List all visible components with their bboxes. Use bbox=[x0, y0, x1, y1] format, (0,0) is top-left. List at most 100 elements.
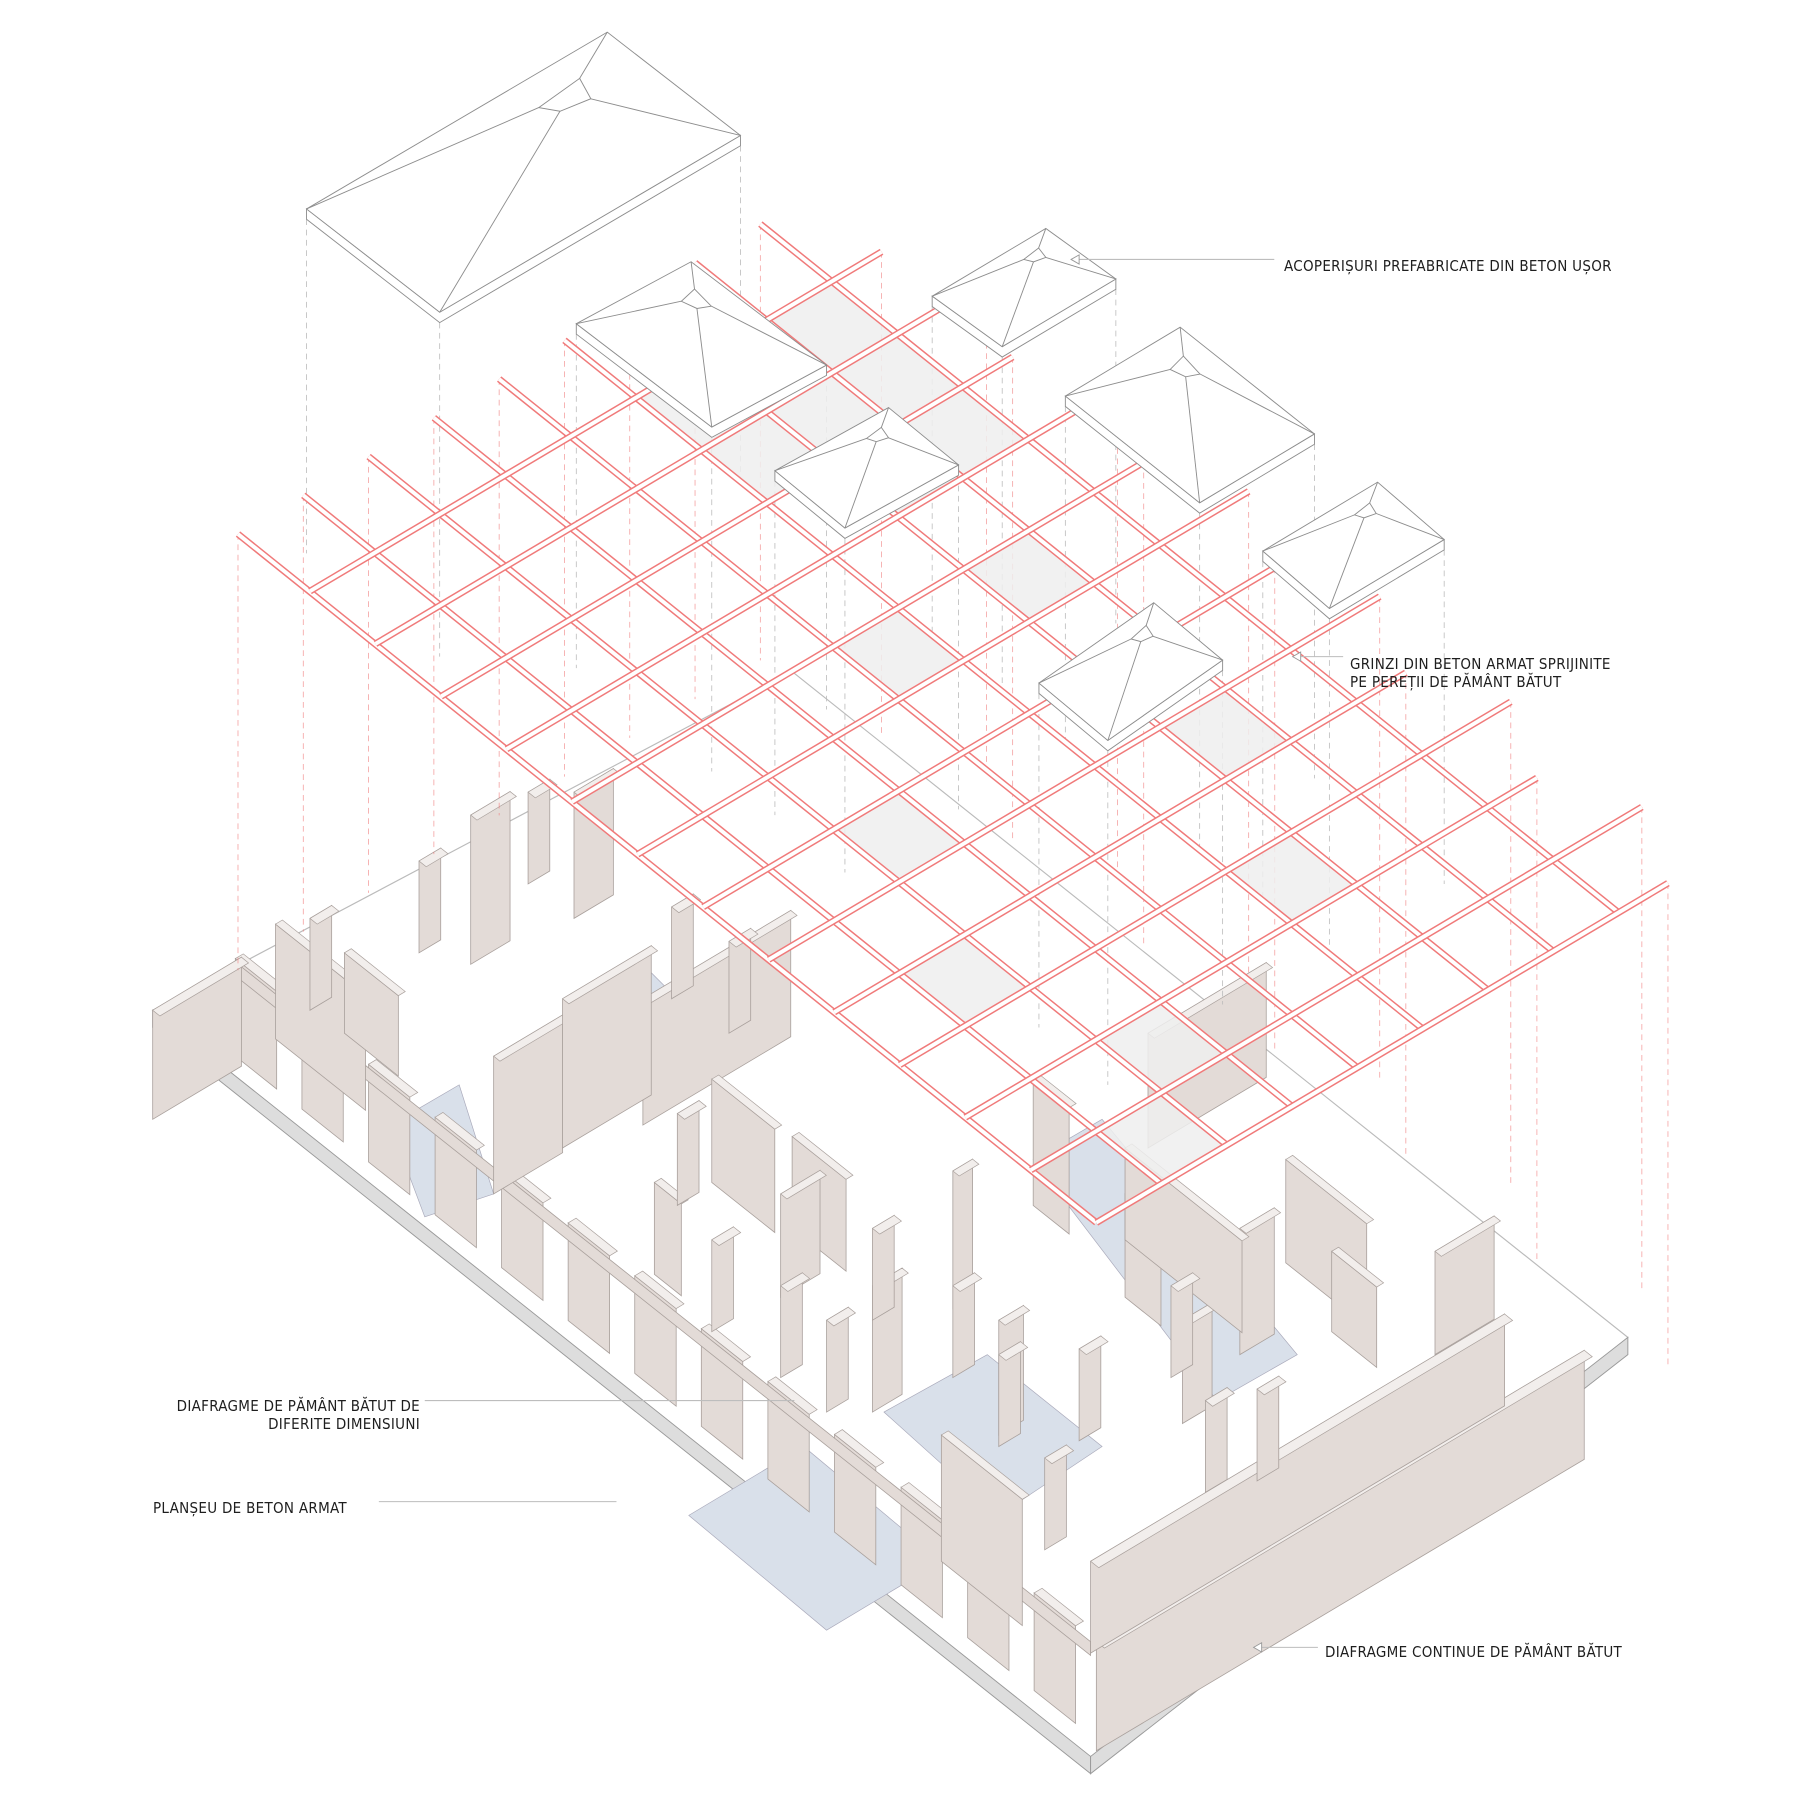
leader-continuous-walls-arrow-icon bbox=[1252, 1641, 1263, 1653]
beam-transversal-core bbox=[505, 384, 1119, 751]
roof-4-skylight bbox=[1169, 355, 1201, 378]
earth-pier-top bbox=[871, 1214, 903, 1235]
roof-large-hip-line bbox=[579, 31, 608, 79]
roof-7-hip-line bbox=[1152, 635, 1223, 661]
interior-diaphragm-top bbox=[1239, 1207, 1282, 1234]
earth-pier-top bbox=[825, 1306, 857, 1327]
front-wall-pier-top bbox=[833, 1429, 885, 1468]
front-wall-pier-top bbox=[700, 1323, 752, 1362]
earth-pier-top bbox=[952, 1272, 983, 1292]
front-wall-pier-top bbox=[367, 1059, 419, 1098]
leader-beams-arrow-icon bbox=[1291, 651, 1302, 663]
beam-longitudinal-core bbox=[628, 300, 1490, 992]
front-wall-pier-top bbox=[567, 1217, 618, 1257]
rammed-earth-walls bbox=[152, 767, 1593, 1752]
interior-diaphragm-top bbox=[940, 1430, 1030, 1500]
roof-6-hip-line bbox=[1328, 517, 1365, 609]
roof-4-hip-line bbox=[1185, 376, 1201, 503]
earth-pier-top bbox=[1256, 1375, 1287, 1396]
beam-longitudinal-core bbox=[497, 377, 1359, 1070]
roof-4-hip-line bbox=[1179, 327, 1184, 357]
beam-transversal-core bbox=[767, 594, 1381, 962]
beam-transversal-core bbox=[898, 700, 1512, 1067]
front-wall-pier-top bbox=[1033, 1587, 1085, 1627]
leader-lines bbox=[378, 254, 1344, 1653]
beam-transversal-core bbox=[308, 250, 883, 593]
label-diaphragms-line2: DIFERITE DIMENSIUNI bbox=[268, 1415, 420, 1433]
roof-3-hip-line bbox=[1038, 228, 1047, 249]
roof-3-hip-line bbox=[1001, 261, 1034, 347]
roof-5-hip-line bbox=[880, 407, 889, 428]
roof-6-hip-line bbox=[1369, 481, 1379, 504]
interior-diaphragm-top bbox=[343, 948, 406, 997]
beam-longitudinal-core bbox=[367, 455, 1229, 1147]
beam-longitudinal-core bbox=[759, 222, 1620, 915]
grid-panel bbox=[963, 530, 1095, 622]
grid-panel bbox=[833, 607, 965, 700]
beam-transversal-core bbox=[571, 460, 1145, 804]
earth-pier-top bbox=[676, 1100, 707, 1120]
roof-7-hip-line bbox=[1145, 602, 1155, 626]
roof-large-hip-line bbox=[590, 98, 741, 136]
roof-7-hip-line bbox=[1107, 641, 1142, 741]
end-wall-left-top bbox=[152, 956, 250, 1017]
interior-diaphragm-top bbox=[952, 1158, 980, 1177]
grid-panel bbox=[1160, 688, 1292, 780]
earth-pier-top bbox=[780, 1272, 811, 1292]
beam-transversal-core bbox=[833, 671, 1407, 1014]
interior-diaphragm-top bbox=[1285, 1154, 1375, 1225]
beam-longitudinal-core bbox=[236, 532, 1098, 1225]
leader-roofs-arrow-icon bbox=[1070, 254, 1080, 265]
beam-transversal-core bbox=[374, 279, 988, 646]
roof-6-hip-line bbox=[1262, 514, 1355, 552]
beam-transversal-core bbox=[964, 776, 1538, 1120]
roof-large-hip-line bbox=[439, 111, 561, 313]
earth-pier-top bbox=[1078, 1335, 1109, 1356]
end-wall-left bbox=[152, 956, 242, 1121]
roof-2-hip-line bbox=[576, 300, 682, 325]
earth-pier-top bbox=[711, 1226, 742, 1246]
earth-pier-top bbox=[1044, 1444, 1075, 1465]
label-beams-line1: GRINZI DIN BETON ARMAT SPRIJINITE bbox=[1350, 655, 1611, 673]
roof-5-hip-line bbox=[844, 441, 877, 529]
beam-transversal-core bbox=[1029, 805, 1643, 1172]
earth-pier-top bbox=[998, 1341, 1029, 1361]
roof-2-hip-line bbox=[711, 305, 827, 366]
beam-transversal-core bbox=[636, 489, 1250, 856]
label-roofs: ACOPERIȘURI PREFABRICATE DIN BETON UȘOR bbox=[1284, 257, 1612, 275]
roof-4-hip-line bbox=[1065, 369, 1171, 397]
interior-diaphragm-top bbox=[1434, 1215, 1502, 1257]
label-continuous-walls: DIAFRAGME CONTINUE DE PĂMÂNT BĂTUT bbox=[1325, 1643, 1623, 1661]
roof-4-hip-line bbox=[1199, 373, 1315, 435]
label-diaphragms-line1: DIAFRAGME DE PĂMÂNT BĂTUT DE bbox=[176, 1397, 420, 1415]
beam-longitudinal-core bbox=[302, 493, 1163, 1186]
roof-3-hip-line bbox=[932, 259, 1024, 297]
roof-3-hip-line bbox=[1045, 256, 1116, 280]
interior-diaphragm-top bbox=[1331, 1246, 1385, 1288]
earth-pier-top bbox=[309, 905, 340, 925]
beam-longitudinal-core bbox=[693, 261, 1555, 953]
front-wall-pier-top bbox=[767, 1376, 818, 1415]
label-beams-line2: PE PEREȚII DE PĂMÂNT BĂTUT bbox=[1350, 673, 1562, 691]
grid-panel bbox=[1226, 832, 1358, 924]
beam-transversal-core bbox=[440, 355, 1014, 699]
roof-2-hip-line bbox=[690, 261, 695, 290]
interior-diaphragm-top bbox=[470, 791, 517, 821]
roof-5-hip-line bbox=[774, 438, 867, 472]
roof-large-hip-line bbox=[306, 107, 539, 210]
prefab-roofs bbox=[305, 31, 1445, 752]
interior-diaphragm-top bbox=[711, 1074, 783, 1130]
continuous-wall-inner-top bbox=[1089, 1313, 1514, 1569]
beam-longitudinal-core bbox=[563, 338, 1425, 1031]
interior-diaphragm-top bbox=[561, 945, 659, 1005]
front-wall-pier-top bbox=[634, 1270, 685, 1310]
roof-6-hip-line bbox=[1376, 513, 1445, 540]
earth-pier-top bbox=[1170, 1272, 1201, 1292]
beam-transversal-core bbox=[1095, 881, 1669, 1225]
beam-longitudinal-core bbox=[432, 416, 1294, 1108]
roof-5-hip-line bbox=[888, 437, 959, 466]
interior-diaphragm-top bbox=[791, 1131, 854, 1180]
roof-large-skylight bbox=[537, 77, 592, 112]
